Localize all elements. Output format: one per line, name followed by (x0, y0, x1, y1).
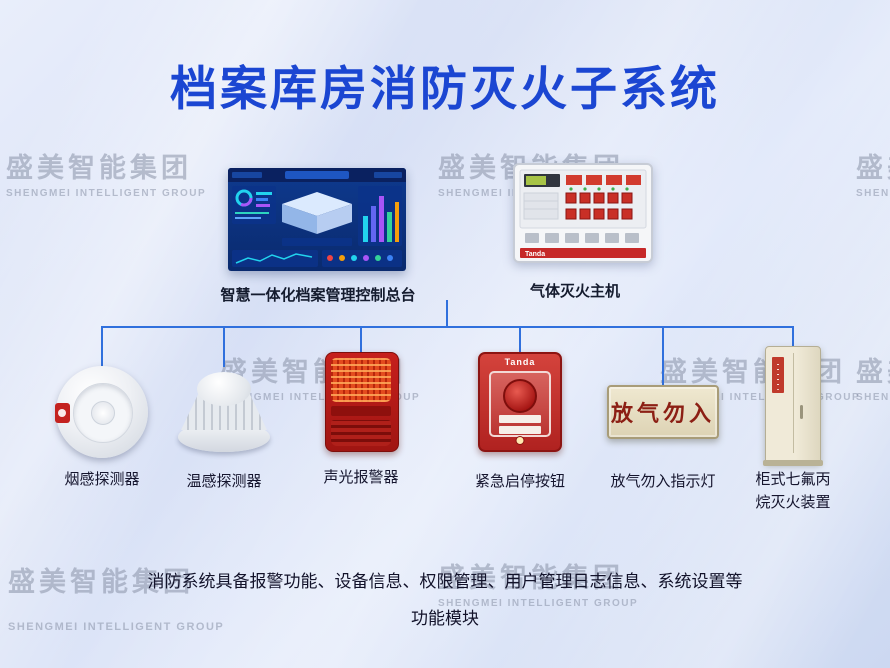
emergency-button-brand-text: Tanda (504, 357, 536, 367)
cabinet-red-label (772, 357, 784, 393)
footer-line1: 消防系统具备报警功能、设备信息、权限管理、用户管理日志信息、系统设置等 (147, 572, 743, 591)
gas-host-brand-text: Tanda (525, 251, 545, 258)
watermark-en-text: SHENGMEI INTELLIGENT GROUP (660, 392, 861, 403)
connector-drop-smoke (101, 326, 103, 367)
emergency-button-led (515, 436, 525, 445)
heat-detector-dome (197, 372, 251, 406)
heat-detector-image (178, 366, 270, 460)
cabinet-seam (793, 353, 794, 453)
footer-text: 消防系统具备报警功能、设备信息、权限管理、用户管理日志信息、系统设置等 功能模块 (0, 563, 890, 638)
watermark-cn-text: 盛美智能集团 (856, 357, 890, 387)
emergency-button-label: 紧急启停按钮 (474, 473, 565, 490)
alarm-speaker-grill (331, 420, 391, 446)
alarm-band (331, 406, 391, 416)
emergency-button-image: Tanda (478, 352, 562, 452)
watermark-cn-text: 盛美智能集团 (8, 567, 194, 597)
watermark-cn-text: 盛美智能集团 (438, 563, 624, 593)
connector-drop-button (519, 326, 521, 353)
watermark: 盛美智能集团 SHENGMEI INTELLIGENT GROUP (856, 350, 890, 403)
gas-host-label: 气体灭火主机 (529, 283, 620, 300)
alarm-lens (331, 358, 391, 402)
cabinet-base (763, 460, 823, 466)
connector-drop-cabinet (792, 326, 794, 347)
watermark-en-text: SHENGMEI INTELLIGENT GROUP (856, 392, 890, 403)
connector-stub-top (446, 300, 448, 327)
dashboard-graphic (228, 168, 406, 271)
cabinet-label-line1: 柜式七氟丙 (755, 471, 831, 488)
cabinet-label-line2: 烷灭火装置 (755, 494, 831, 512)
sound-light-alarm-image (325, 352, 399, 452)
cabinet-extinguisher-image (763, 346, 823, 466)
emergency-button-label-strip (499, 415, 541, 423)
watermark-cn-text: 盛美智能集团 (660, 357, 846, 387)
emergency-button-label-strip (499, 426, 541, 434)
watermark-en-text: SHENGMEI INTELLIGENT GROUP (6, 188, 207, 199)
watermark-cn-text: 盛美智能集团 (6, 153, 192, 183)
gas-host-device: Tanda (513, 163, 653, 263)
watermark: 盛美智能集团 SHENGMEI INTELLIGENT GROUP (438, 556, 638, 609)
watermark-en-text: SHENGMEI INTELLIGENT GROUP (438, 598, 639, 609)
gas-host-graphic: Tanda (513, 163, 653, 263)
connector-drop-alarm (360, 326, 362, 353)
smoke-detector-label: 烟感探测器 (64, 471, 140, 488)
emergency-button-core (503, 379, 537, 413)
cabinet-handle (800, 405, 803, 419)
watermark: 盛美智能集团 SHENGMEI INTELLIGENT GROUP (856, 146, 890, 199)
gas-warning-sign-text: 放气勿入 (610, 401, 715, 426)
sound-light-alarm-label: 声光报警器 (323, 469, 399, 486)
gas-warning-sign-label: 放气勿入指示灯 (610, 473, 716, 490)
dashboard-screenshot (228, 168, 406, 271)
connector-bus (102, 326, 794, 328)
gas-warning-sign-image: 放气勿入 (607, 385, 719, 439)
smoke-detector-image (55, 366, 148, 458)
smoke-detector-center (91, 401, 115, 425)
watermark: 盛美智能集团 SHENGMEI INTELLIGENT GROUP (8, 560, 224, 633)
emergency-button-window (489, 371, 551, 437)
watermark-en-text: SHENGMEI INTELLIGENT GROUP (220, 392, 421, 403)
connector-drop-sign (662, 326, 664, 386)
cabinet-extinguisher-label: 柜式七氟丙 烷灭火装置 (733, 468, 853, 515)
watermark-en-text: SHENGMEI INTELLIGENT GROUP (856, 188, 890, 199)
dashboard-label: 智慧一体化档案管理控制总台 (220, 287, 416, 304)
heat-detector-label: 温感探测器 (186, 473, 262, 490)
watermark: 盛美智能集团 SHENGMEI INTELLIGENT GROUP (6, 146, 206, 199)
page-title: 档案库房消防灭火子系统 (170, 62, 720, 115)
smoke-detector-logo-badge (55, 403, 70, 423)
watermark-cn-text: 盛美智能集团 (856, 153, 890, 183)
connector-drop-heat (223, 326, 225, 367)
footer-line2: 功能模块 (411, 609, 479, 629)
watermark-en-text: SHENGMEI INTELLIGENT GROUP (8, 621, 225, 633)
